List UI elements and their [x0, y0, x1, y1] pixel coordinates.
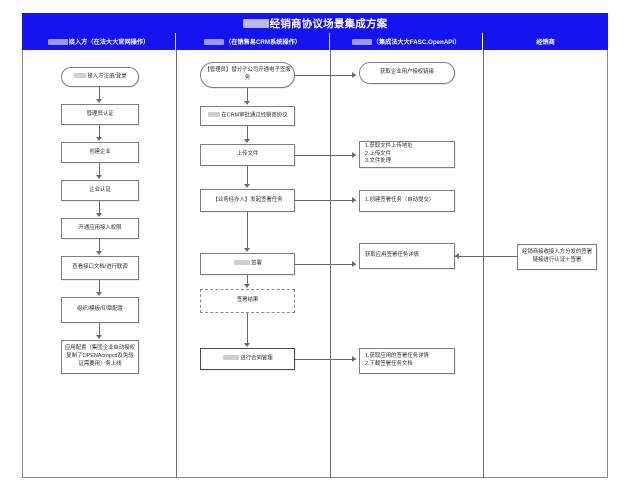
- swimlane-header-openapi: （集成法大大FASC.OpenAPI）: [330, 33, 483, 50]
- connector-line: [455, 256, 517, 257]
- connector-arrow-right: [352, 72, 356, 78]
- diagram-frame: [22, 13, 608, 478]
- node-file-upload-api[interactable]: 1.获取文件上传地址 2.上传文件 3.文件处理: [359, 141, 455, 168]
- node-access-register-login[interactable]: 接入方注册/登录: [61, 67, 139, 87]
- connector-line: [99, 280, 100, 294]
- swimlane-header-crm: （在销售易CRM系统操作）: [176, 33, 330, 50]
- swimlane-header-label: （在销售易CRM系统操作）: [225, 39, 301, 46]
- connector-line: [295, 264, 356, 265]
- connector-arrow-right: [352, 197, 356, 203]
- node-enable-app-access[interactable]: 开通应用接入权限: [61, 218, 139, 239]
- connector-line: [295, 75, 356, 76]
- connector-line: [247, 275, 248, 286]
- connector-line: [247, 212, 248, 250]
- connector-line: [99, 323, 100, 337]
- diagram-title-bar: 经销商协议场景集成方案: [22, 13, 608, 33]
- connector-arrow-down: [96, 292, 102, 296]
- redaction-block: [242, 18, 269, 28]
- connector-arrow-down: [244, 284, 250, 288]
- node-org-template-seal-config[interactable]: 组织/模板/印章配置: [61, 297, 139, 323]
- node-sign-result[interactable]: 签署结果: [200, 289, 295, 313]
- connector-arrow-left: [455, 253, 459, 259]
- connector-arrow-right: [352, 356, 356, 362]
- swimlane-header-dealer: 经销商: [483, 33, 608, 50]
- connector-line: [99, 201, 100, 215]
- node-upload-file[interactable]: 上传文件: [200, 144, 295, 166]
- connector-line: [295, 200, 356, 201]
- redaction-block: [208, 111, 221, 117]
- node-get-sign-task-detail-api[interactable]: 获取应用签署任务详情: [359, 243, 455, 269]
- connector-line: [99, 87, 100, 101]
- connector-arrow-down: [244, 101, 250, 105]
- connector-arrow-right: [352, 152, 356, 158]
- connector-line: [295, 155, 356, 156]
- connector-line: [247, 166, 248, 186]
- node-get-enterprise-auth-link[interactable]: 获取企业用户授权链接: [359, 62, 455, 84]
- swimlane-header-label: 经销商: [536, 39, 555, 46]
- redaction-block: [204, 38, 225, 45]
- node-admin-open-esign-service[interactable]: 【管理员】替分子公司开通电子签服务: [200, 62, 295, 88]
- node-app-config-golive[interactable]: 应用配置（集团企业自动授权复制了OPENAcropcd及免验证需要用）务上线: [61, 340, 139, 374]
- connector-arrow-right: [352, 261, 356, 267]
- connector-line: [247, 126, 248, 141]
- node-view-api-docs[interactable]: 查看接口文档/进行联调: [61, 256, 139, 280]
- node-initiate-sign-task[interactable]: 【业务经办人】发起签署任务: [200, 189, 295, 212]
- connector-line: [99, 163, 100, 177]
- node-download-sign-doc-api[interactable]: 1.获取应用的签署任务详情 2.下载签署任务文档: [359, 348, 455, 374]
- connector-arrow-down: [96, 175, 102, 179]
- redaction-block: [351, 38, 372, 45]
- connector-arrow-down: [96, 251, 102, 255]
- node-enterprise-auth[interactable]: 企业认证: [61, 180, 139, 201]
- node-contract-management[interactable]: 进行合同管理: [200, 348, 295, 370]
- swimlane-header-access-party: 接入方（在法大大官网操作）: [22, 33, 176, 50]
- connector-line: [247, 88, 248, 103]
- swimlane-divider-1: [176, 50, 177, 478]
- connector-line: [99, 239, 100, 253]
- connector-arrow-down: [96, 335, 102, 339]
- redaction-block: [74, 72, 87, 78]
- connector-arrow-down: [96, 213, 102, 217]
- swimlane-header-strip: 接入方（在法大大官网操作） （在销售易CRM系统操作） （集成法大大FASC.O…: [22, 33, 608, 50]
- connector-line: [247, 313, 248, 345]
- node-dealer-auth-and-sign[interactable]: 经销商接收接入方分发的签署链接进行认证＋签署: [517, 244, 597, 270]
- connector-arrow-down: [244, 139, 250, 143]
- redaction-block: [47, 38, 68, 45]
- connector-line: [99, 125, 100, 139]
- node-create-sign-task-api[interactable]: 1.创建签署任务（自动提交）: [359, 190, 455, 212]
- connector-arrow-down: [244, 184, 250, 188]
- node-crm-approve-agreement[interactable]: 在CRM审批通过经销商协议: [200, 106, 295, 126]
- redaction-block: [223, 354, 240, 360]
- swimlane-header-label: 接入方（在法大大官网操作）: [68, 39, 150, 46]
- node-create-enterprise[interactable]: 创建企业: [61, 142, 139, 163]
- node-sign[interactable]: 签署: [200, 253, 295, 275]
- redaction-block: [234, 259, 251, 265]
- swimlane-divider-3: [483, 50, 484, 478]
- connector-arrow-down: [96, 137, 102, 141]
- connector-arrow-down: [244, 343, 250, 347]
- connector-line: [295, 359, 356, 360]
- node-admin-auth[interactable]: 管理员认证: [61, 104, 139, 125]
- page-title: 经销商协议场景集成方案: [269, 17, 388, 30]
- connector-arrow-down: [244, 248, 250, 252]
- swimlane-header-label: （集成法大大FASC.OpenAPI）: [372, 39, 461, 46]
- connector-arrow-down: [96, 99, 102, 103]
